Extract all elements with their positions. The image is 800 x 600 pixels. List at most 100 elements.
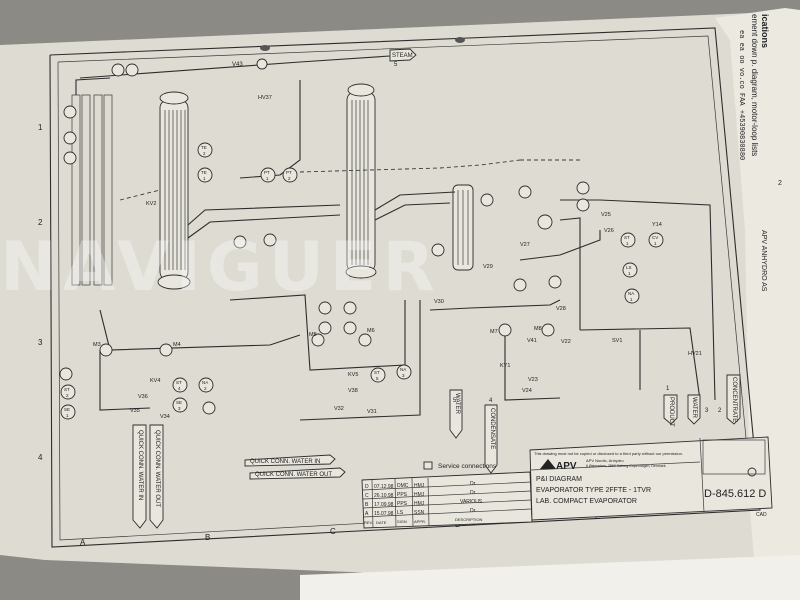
- preheater-tubes: [71, 77, 113, 286]
- svg-text:NA: NA: [400, 367, 406, 372]
- product-tag: PRODUCT 1: [663, 386, 678, 427]
- condensate-tag: CONDENSATE 4: [484, 398, 498, 474]
- instrument-na-2: NA 2: [198, 377, 214, 393]
- svg-text:D: D: [365, 484, 369, 490]
- valve-label: HV37: [258, 95, 272, 101]
- vapour-duct: [187, 80, 456, 239]
- svg-text:15.07.98: 15.07.98: [374, 511, 394, 517]
- svg-text:A: A: [365, 511, 369, 517]
- grid-number: 1: [38, 123, 43, 132]
- instrument-bubbles: TE 2 TE 1 PT 1 PT 2 LS 1 ST 1 NA 1 CV 1 …: [59, 63, 664, 420]
- svg-text:Dr.: Dr.: [470, 481, 476, 487]
- instrument-te-1: TE 1: [197, 167, 213, 183]
- outer-frame: [49, 27, 761, 548]
- valve-label: V30: [434, 299, 444, 305]
- instrument-cv-1: CV 1: [648, 232, 664, 248]
- grid-numbers: 1 2 3 4: [38, 123, 43, 462]
- steam-connection-tag: [389, 48, 417, 62]
- svg-text:2: 2: [718, 408, 722, 414]
- steam-line: STEAM 5 V43: [79, 48, 417, 79]
- valve-labels: HV37 KV2 M3 M4 KV4 V36 V35 V34 M5 M6 KV5…: [93, 95, 702, 420]
- valve-label: KV5: [348, 372, 358, 378]
- svg-text:SE: SE: [64, 407, 70, 412]
- valve-label: M4: [173, 342, 181, 348]
- svg-text:3: 3: [402, 373, 405, 378]
- quick-conn-water-in-vertical: QUICK CONN. WATER IN: [132, 424, 147, 529]
- pump-symbols: [99, 214, 555, 357]
- steam-number: 5: [394, 62, 398, 68]
- valve-label: V22: [561, 339, 571, 345]
- svg-text:LS: LS: [397, 510, 404, 516]
- revision-row: D 07.12.98 DMC HMJ Dr.: [365, 481, 476, 490]
- svg-text:Service connections: Service connections: [438, 463, 497, 470]
- svg-text:SIGN: SIGN: [397, 519, 407, 524]
- concentrate-tag: CONCENTRATE 2: [718, 374, 741, 425]
- title-line-3: LAB. COMPACT EVAPORATOR: [536, 498, 637, 505]
- valve-label: V34: [160, 414, 170, 420]
- valve-label: V35: [130, 408, 140, 414]
- instrument-se-1: SE 1: [60, 404, 76, 420]
- valve-label: KY1: [500, 363, 510, 369]
- valve-label: V28: [556, 306, 566, 312]
- svg-text:REV.: REV.: [364, 520, 373, 525]
- valve-label: V24: [522, 388, 532, 394]
- svg-text:WATER: WATER: [691, 397, 697, 419]
- title-line-1: P&I DIAGRAM: [536, 476, 582, 483]
- svg-text:1: 1: [628, 271, 631, 276]
- side-text: ications ement down p. diagram, motor-lo…: [737, 14, 782, 292]
- svg-text:4: 4: [178, 386, 181, 391]
- instrument-st-5: ST 5: [370, 367, 386, 383]
- svg-text:WATER: WATER: [454, 393, 460, 415]
- revision-table: D 07.12.98 DMC HMJ Dr. C 26.10.98 PPS HM…: [361, 471, 533, 529]
- svg-text:APPR.: APPR.: [414, 519, 426, 524]
- svg-text:PT: PT: [286, 170, 292, 175]
- apv-logo-icon: [540, 459, 556, 469]
- instrument-st-2: ST 2: [60, 384, 76, 400]
- valve-label: Y14: [652, 222, 662, 228]
- svg-text:NA: NA: [202, 380, 208, 385]
- svg-text:17.09.98: 17.09.98: [374, 502, 394, 508]
- svg-text:CONDENSATE: CONDENSATE: [489, 408, 495, 449]
- cad-label: CAD: [756, 512, 767, 518]
- svg-text:2: 2: [204, 386, 207, 391]
- svg-text:2: 2: [66, 393, 69, 398]
- grid-letter: C: [330, 527, 336, 536]
- svg-text:ST: ST: [176, 380, 182, 385]
- valve-label: V29: [483, 264, 493, 270]
- svg-text:PPS: PPS: [397, 501, 408, 507]
- quick-conn-water-in-horizontal: QUICK CONN. WATER IN: [244, 454, 336, 467]
- svg-text:NA: NA: [628, 291, 634, 296]
- cover-sheet: [715, 8, 800, 572]
- valve-label: V26: [604, 228, 614, 234]
- svg-text:5: 5: [453, 398, 457, 404]
- svg-text:1: 1: [654, 241, 657, 246]
- valve-label: KV2: [146, 201, 156, 207]
- svg-text:3: 3: [705, 408, 709, 414]
- side-text-line-3: ea ea oo vo.co FAA +45390830880: [737, 30, 745, 160]
- side-text-company: APV ANHYDRO AS: [760, 230, 767, 292]
- valve-label: HV21: [688, 351, 702, 357]
- title-line-2: EVAPORATOR TYPE 2FFTE - 1TVR: [536, 487, 651, 494]
- svg-text:07.12.98: 07.12.98: [374, 484, 394, 490]
- under-sheet: [300, 555, 800, 600]
- instrument-te-2: TE 2: [197, 142, 213, 158]
- valve-label: V32: [334, 406, 344, 412]
- valve-label: M3: [93, 342, 101, 348]
- service-connections-legend: Service connections: [423, 461, 497, 470]
- instrument-se-3: SE 3: [172, 397, 188, 413]
- trap-symbol: [256, 58, 268, 70]
- svg-text:1: 1: [630, 297, 633, 302]
- quick-conn-water-out-vertical: QUICK CONN. WATER OUT: [149, 424, 164, 529]
- svg-text:QUICK CONN. WATER IN: QUICK CONN. WATER IN: [137, 430, 143, 500]
- valve-label: V36: [138, 394, 148, 400]
- instrument-st-4: ST 4: [172, 377, 188, 393]
- valve-label: M7: [490, 329, 498, 335]
- revision-row: C 26.10.98 PPS HMJ Dr.: [365, 490, 476, 499]
- side-text-line-2: ement down p. diagram, motor-loop lists: [750, 14, 759, 156]
- valve-label: V43: [232, 62, 243, 68]
- svg-text:QUICK CONN. WATER IN: QUICK CONN. WATER IN: [250, 459, 320, 465]
- valve-label: V31: [367, 409, 377, 415]
- instrument-st-1: ST 1: [620, 232, 636, 248]
- water2-tag: WATER 3: [687, 394, 709, 425]
